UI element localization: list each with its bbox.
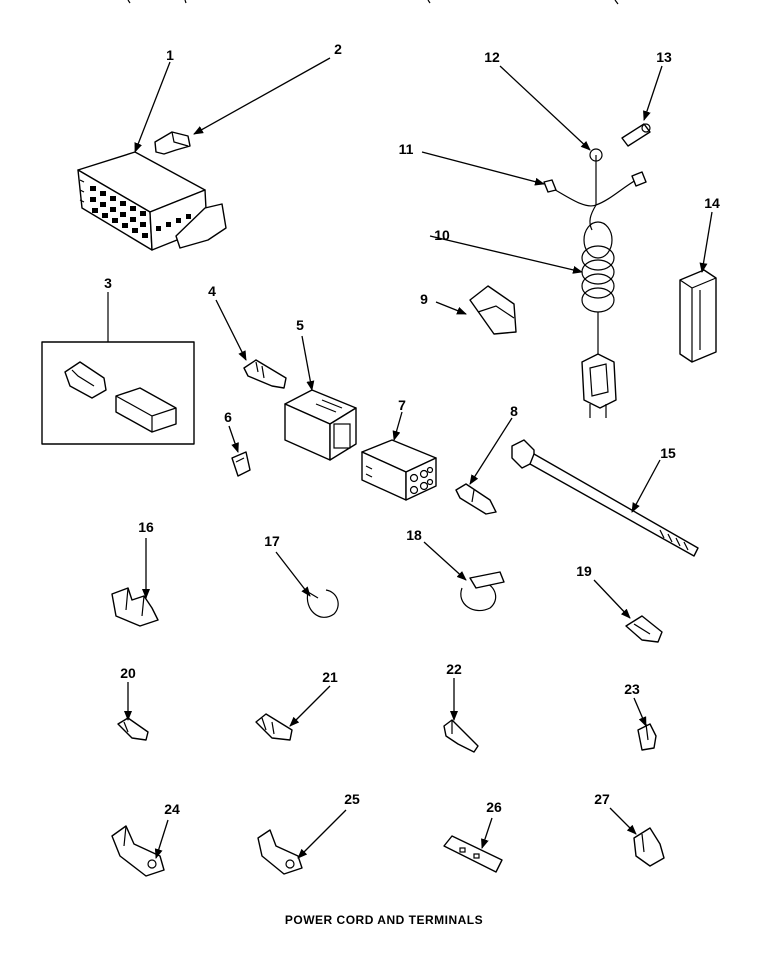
leader-17 xyxy=(275,551,311,597)
callout-23: 23 xyxy=(624,681,640,697)
part-14-channel-bracket xyxy=(679,269,717,363)
callout-9: 9 xyxy=(420,291,428,307)
callout-22: 22 xyxy=(446,661,462,677)
callout-25: 25 xyxy=(344,791,360,807)
part-27-terminal-clip xyxy=(633,827,665,867)
part-8-pin-terminal xyxy=(455,483,497,515)
callout-7: 7 xyxy=(398,397,406,413)
part-3-kit-box xyxy=(41,292,195,445)
part-19-terminal xyxy=(625,615,663,643)
callout-3: 3 xyxy=(104,275,112,291)
leader-6 xyxy=(228,425,239,453)
leader-7 xyxy=(392,411,403,441)
callout-16: 16 xyxy=(138,519,154,535)
callout-2: 2 xyxy=(334,41,342,57)
callout-4: 4 xyxy=(208,283,216,299)
leader-19 xyxy=(593,579,631,619)
cropped-top-edge xyxy=(127,0,619,5)
leader-1 xyxy=(134,61,171,153)
callout-1: 1 xyxy=(166,47,174,63)
callout-27: 27 xyxy=(594,791,610,807)
part-21-terminal xyxy=(255,713,293,741)
leader-25 xyxy=(297,809,347,859)
part-20-terminal xyxy=(117,717,149,741)
callout-26: 26 xyxy=(486,799,502,815)
part-15-cable-tie xyxy=(511,439,699,557)
part-7-six-pin-connector xyxy=(361,439,437,501)
part-5-connector-housing xyxy=(284,389,357,461)
leader-4 xyxy=(215,299,247,361)
part-10-power-cord xyxy=(543,148,647,418)
diagram-caption: POWER CORD AND TERMINALS xyxy=(284,913,484,927)
part-17-ring-clip xyxy=(306,589,339,618)
part-26-flat-terminal xyxy=(443,835,503,873)
part-22-terminal xyxy=(443,719,479,753)
part-16-terminal-clip xyxy=(111,587,159,627)
callout-18: 18 xyxy=(406,527,422,543)
part-23-terminal xyxy=(637,723,657,751)
leader-26 xyxy=(481,817,493,849)
part-18-cable-clamp xyxy=(460,571,505,612)
callout-10: 10 xyxy=(434,227,450,243)
leader-24 xyxy=(154,819,169,859)
leader-23 xyxy=(633,697,647,727)
leader-14 xyxy=(699,211,713,273)
leader-27 xyxy=(609,807,637,835)
callout-19: 19 xyxy=(576,563,592,579)
callout-5: 5 xyxy=(296,317,304,333)
leader-9 xyxy=(435,301,467,315)
leader-12 xyxy=(499,65,591,151)
callout-24: 24 xyxy=(164,801,180,817)
callout-8: 8 xyxy=(510,403,518,419)
callout-12: 12 xyxy=(484,49,500,65)
callout-21: 21 xyxy=(322,669,338,685)
leader-11 xyxy=(421,151,545,186)
leader-21 xyxy=(289,685,331,727)
callout-20: 20 xyxy=(120,665,136,681)
part-13-screw xyxy=(621,123,651,147)
callout-11: 11 xyxy=(399,141,414,157)
callout-14: 14 xyxy=(704,195,720,211)
part-2-clip xyxy=(154,131,191,155)
leader-8 xyxy=(469,417,513,485)
callout-6: 6 xyxy=(224,409,232,425)
leader-5 xyxy=(301,335,315,391)
leader-2 xyxy=(193,57,331,135)
part-25-ring-terminal xyxy=(257,829,303,875)
leader-15 xyxy=(631,459,661,513)
part-4-terminal xyxy=(243,359,287,389)
part-1-connector-block xyxy=(77,151,227,251)
part-9-strain-relief xyxy=(469,285,517,335)
callout-15: 15 xyxy=(660,445,676,461)
leader-10 xyxy=(429,235,583,274)
leader-13 xyxy=(643,65,663,121)
callout-13: 13 xyxy=(656,49,672,65)
part-6-clip xyxy=(231,451,251,477)
part-24-ring-terminal xyxy=(111,825,165,877)
leader-18 xyxy=(423,541,467,581)
callout-17: 17 xyxy=(264,533,280,549)
